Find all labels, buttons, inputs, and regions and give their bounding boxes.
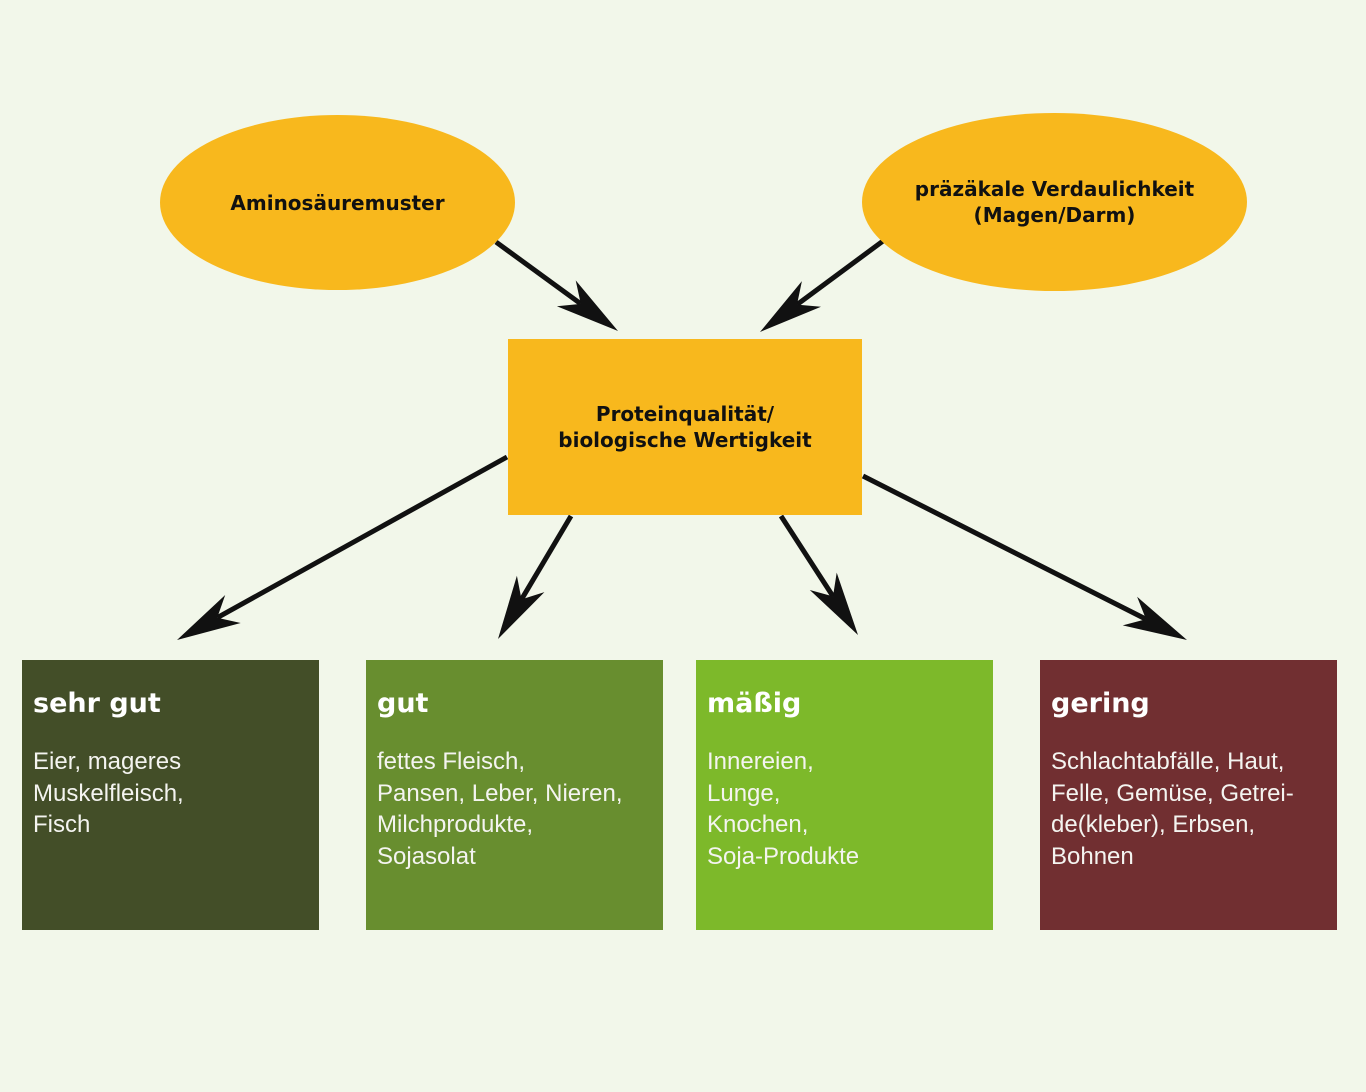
arrow-quality-to-gering — [861, 473, 1187, 640]
factor-digestibility: präzäkale Verdaulichkeit (Magen/Darm) — [862, 113, 1247, 291]
factor-amino-acid-pattern: Aminosäuremuster — [160, 115, 515, 290]
category-gering: gering Schlachtabfälle, Haut, Felle, Gem… — [1040, 660, 1337, 930]
category-title: mäßig — [707, 688, 802, 719]
category-examples: Schlachtabfälle, Haut, Felle, Gemüse, Ge… — [1051, 748, 1294, 870]
category-examples: Eier, mageres Muskelfleisch, Fisch — [33, 748, 184, 839]
category-examples: Innereien, Lunge, Knochen, Soja-Produkte — [707, 748, 860, 870]
arrow-shaft — [795, 238, 885, 307]
arrow-amino-to-quality — [494, 239, 618, 331]
arrow-quality-to-sehr-gut — [177, 454, 509, 640]
arrow-head — [556, 280, 618, 331]
arrow-quality-to-maessig — [778, 514, 858, 635]
category-title: sehr gut — [33, 688, 161, 719]
arrow-head — [760, 281, 821, 332]
arrow-head — [809, 572, 858, 635]
arrow-shaft — [216, 454, 509, 620]
category-sehr-gut: sehr gut Eier, mageres Muskelfleisch, Fi… — [22, 660, 319, 930]
arrow-shaft — [861, 473, 1148, 622]
arrow-shaft — [778, 514, 836, 598]
arrow-quality-to-gut — [498, 514, 574, 639]
arrow-head — [1122, 596, 1187, 640]
category-maessig: mäßig Innereien, Lunge, Knochen, Soja-Pr… — [696, 660, 993, 930]
category-examples: fettes Fleisch, Pansen, Leber, Nieren, M… — [377, 748, 623, 870]
arrow-digestibility-to-quality — [760, 238, 885, 332]
category-gut: gut fettes Fleisch, Pansen, Leber, Niere… — [366, 660, 663, 930]
arrow-shaft — [519, 514, 574, 601]
category-title: gering — [1051, 688, 1150, 719]
arrow-head — [177, 595, 241, 640]
protein-quality-box: Proteinqualität/ biologische Wertigkeit — [508, 339, 862, 515]
category-title: gut — [377, 688, 429, 719]
arrow-shaft — [494, 239, 583, 306]
arrow-head — [498, 575, 545, 639]
